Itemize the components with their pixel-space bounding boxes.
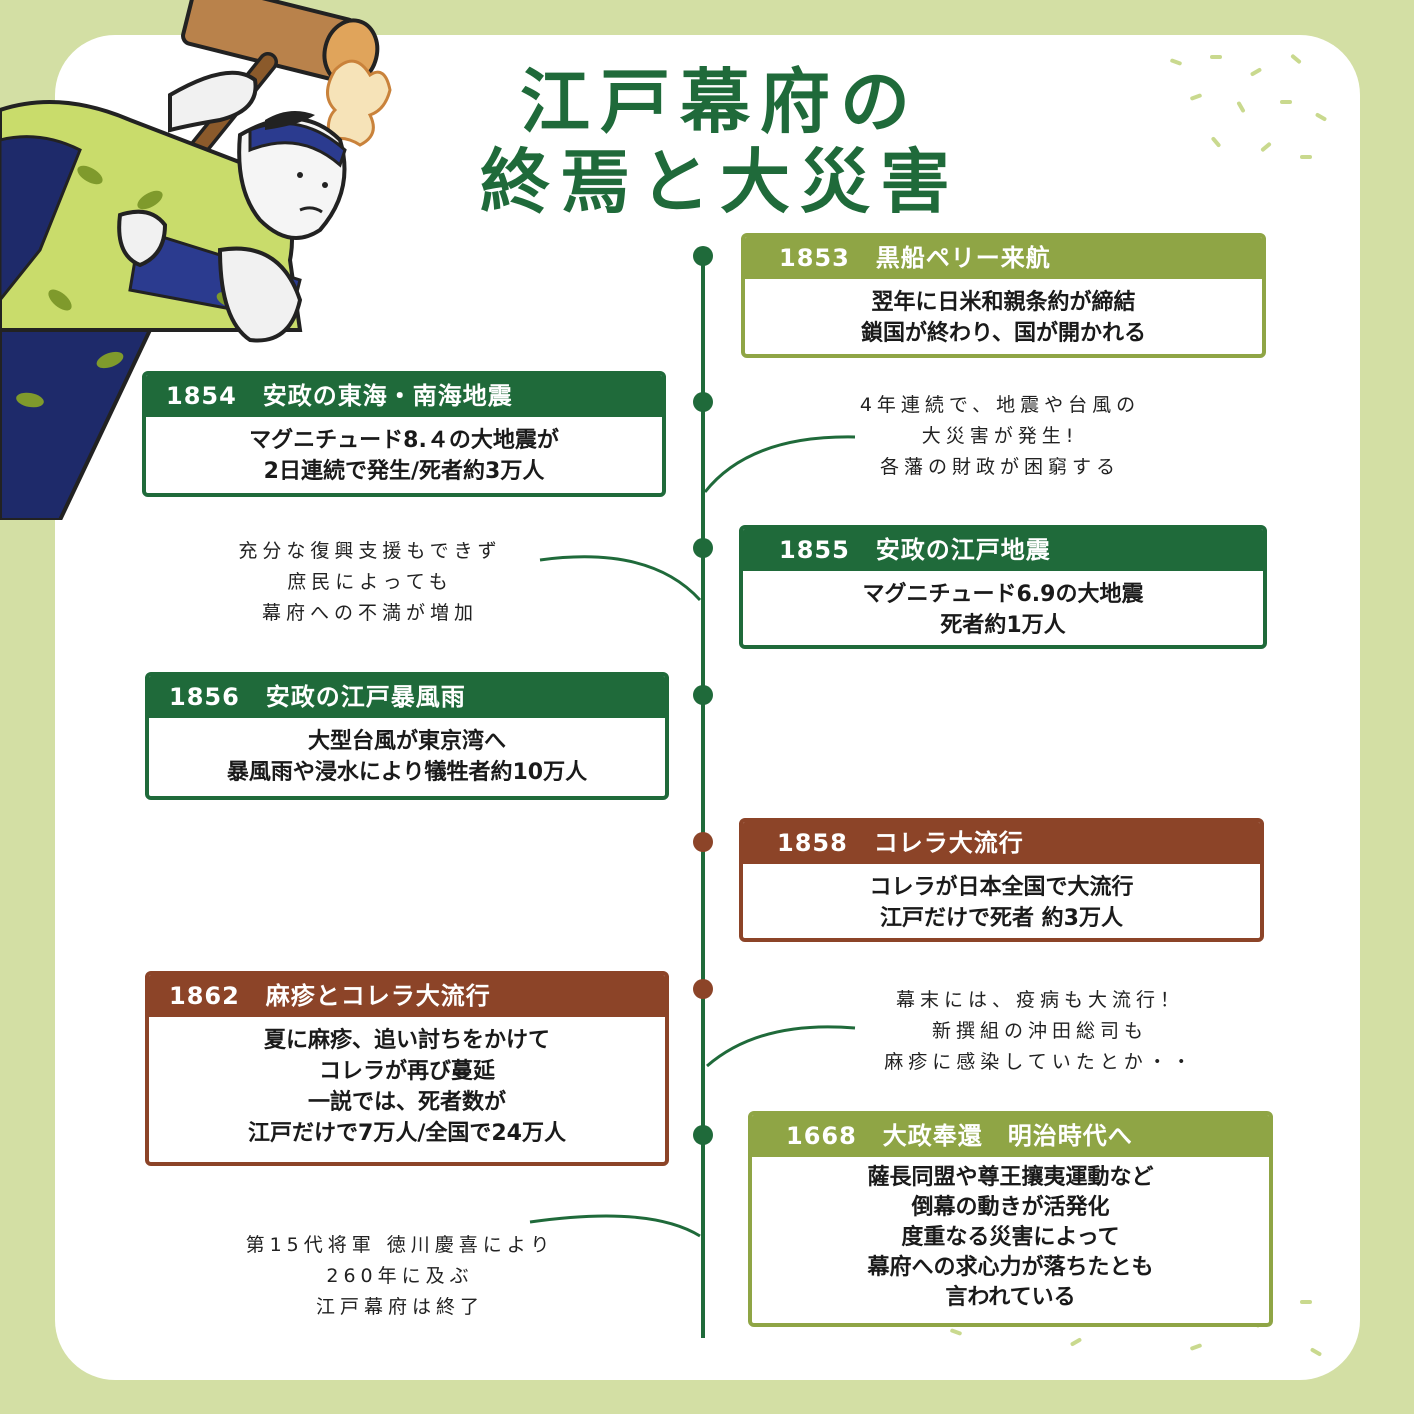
- event-title: 麻疹とコレラ大流行: [265, 982, 491, 1010]
- connector-note-4: [529, 1214, 701, 1238]
- timeline-dot-1668: [693, 1125, 713, 1145]
- event-header: 1854 安政の東海・南海地震: [146, 375, 662, 417]
- event-card-1668: 1668 大政奉還 明治時代へ 薩長同盟や尊王攘夷運動など 倒幕の動きが活発化 度…: [748, 1111, 1273, 1327]
- event-header: 1853 黒船ペリー来航: [745, 237, 1262, 279]
- event-header: 1856 安政の江戸暴風雨: [149, 676, 665, 718]
- event-card-1853: 1853 黒船ペリー来航 翌年に日米和親条約が締結 鎖国が終わり、国が開かれる: [741, 233, 1266, 358]
- event-line: 一説では、死者数が: [307, 1090, 506, 1115]
- note-line: 260年に及ぶ: [326, 1265, 474, 1287]
- event-year: 1856: [169, 683, 240, 711]
- event-description: マグニチュード6.9の大地震 死者約1万人: [743, 571, 1263, 641]
- event-line: コレラが再び蔓延: [318, 1059, 495, 1084]
- event-title: 安政の江戸地震: [875, 536, 1051, 564]
- note-line: 幕末には、疫病も大流行！: [895, 989, 1184, 1011]
- timeline-dot-1855: [693, 538, 713, 558]
- connector-note-2: [539, 555, 702, 602]
- samurai-illustration: [0, 0, 392, 520]
- timeline-dot-1858: [693, 832, 713, 852]
- event-year: 1862: [169, 982, 240, 1010]
- event-line: 2日連続で発生/死者約3万人: [263, 459, 545, 484]
- event-line: コレラが日本全国で大流行: [869, 875, 1134, 900]
- note-line: 各藩の財政が困窮する: [879, 456, 1120, 478]
- title-line-1: 江戸幕府の: [520, 61, 920, 143]
- event-card-1855: 1855 安政の江戸地震 マグニチュード6.9の大地震 死者約1万人: [739, 525, 1267, 649]
- note-4: 第15代将軍 徳川慶喜により 260年に及ぶ 江戸幕府は終了: [190, 1230, 610, 1323]
- event-line: 夏に麻疹、追い討ちをかけて: [263, 1028, 550, 1053]
- event-line: 度重なる災害によって: [901, 1225, 1120, 1250]
- event-header: 1855 安政の江戸地震: [743, 529, 1263, 571]
- timeline-dot-1854: [693, 392, 713, 412]
- note-2: 充分な復興支援もできず 庶民によっても 幕府への不満が増加: [190, 536, 550, 629]
- timeline-line: [701, 253, 705, 1338]
- event-line: 江戸だけで7万人/全国で24万人: [248, 1121, 566, 1146]
- event-line: 死者約1万人: [940, 613, 1066, 638]
- connector-note-1: [703, 435, 856, 493]
- event-line: 薩長同盟や尊王攘夷運動など: [867, 1165, 1154, 1190]
- event-title: 大政奉還 明治時代へ: [882, 1122, 1133, 1150]
- event-card-1858: 1858 コレラ大流行 コレラが日本全国で大流行 江戸だけで死者 約3万人: [739, 818, 1264, 942]
- note-line: 庶民によっても: [287, 571, 453, 593]
- decorative-dots-top-right: [1170, 54, 1327, 159]
- event-header: 1668 大政奉還 明治時代へ: [752, 1115, 1269, 1157]
- note-line: 江戸幕府は終了: [315, 1296, 484, 1318]
- event-title: 黒船ペリー来航: [875, 244, 1051, 272]
- event-year: 1668: [786, 1122, 857, 1150]
- note-line: 新撰組の沖田総司も: [931, 1020, 1148, 1042]
- event-line: 江戸だけで死者 約3万人: [880, 906, 1123, 931]
- event-description: 大型台風が東京湾へ 暴風雨や浸水により犠牲者約10万人: [149, 718, 665, 788]
- event-line: マグニチュード8.４の大地震が: [249, 428, 559, 453]
- event-description: コレラが日本全国で大流行 江戸だけで死者 約3万人: [743, 864, 1260, 934]
- event-line: 翌年に日米和親条約が締結: [871, 290, 1136, 315]
- event-year: 1858: [777, 829, 848, 857]
- note-line: 幕府への不満が増加: [261, 602, 478, 624]
- timeline-dot-1862: [693, 979, 713, 999]
- event-title: コレラ大流行: [873, 829, 1024, 857]
- timeline-dot-1856: [693, 685, 713, 705]
- event-line: 言われている: [945, 1285, 1076, 1310]
- page-title: 江戸幕府の 終焉と大災害: [380, 62, 1060, 222]
- event-title: 安政の江戸暴風雨: [265, 683, 466, 711]
- event-description: 薩長同盟や尊王攘夷運動など 倒幕の動きが活発化 度重なる災害によって 幕府への求…: [752, 1157, 1269, 1313]
- event-title: 安政の東海・南海地震: [262, 382, 513, 410]
- event-line: 暴風雨や浸水により犠牲者約10万人: [226, 760, 588, 785]
- connector-note-3: [706, 1025, 856, 1068]
- note-3: 幕末には、疫病も大流行！ 新撰組の沖田総司も 麻疹に感染していたとか・・: [830, 985, 1250, 1078]
- event-line: 幕府への求心力が落ちたとも: [867, 1255, 1154, 1280]
- note-line: 第15代将軍 徳川慶喜により: [245, 1234, 555, 1256]
- event-description: 翌年に日米和親条約が締結 鎖国が終わり、国が開かれる: [745, 279, 1262, 349]
- event-header: 1862 麻疹とコレラ大流行: [149, 975, 665, 1017]
- event-line: マグニチュード6.9の大地震: [862, 582, 1144, 607]
- note-line: 充分な復興支援もできず: [238, 540, 502, 562]
- note-line: 4年連続で、地震や台風の: [859, 394, 1141, 416]
- event-card-1854: 1854 安政の東海・南海地震 マグニチュード8.４の大地震が 2日連続で発生/死…: [142, 371, 666, 497]
- note-1: 4年連続で、地震や台風の 大災害が発生! 各藩の財政が困窮する: [820, 390, 1180, 483]
- event-line: 鎖国が終わり、国が開かれる: [860, 321, 1147, 346]
- event-line: 倒幕の動きが活発化: [911, 1195, 1110, 1220]
- event-year: 1855: [779, 536, 850, 564]
- event-description: マグニチュード8.４の大地震が 2日連続で発生/死者約3万人: [146, 417, 662, 487]
- event-description: 夏に麻疹、追い討ちをかけて コレラが再び蔓延 一説では、死者数が 江戸だけで7万…: [149, 1017, 665, 1149]
- timeline-dot-1853: [693, 246, 713, 266]
- event-card-1862: 1862 麻疹とコレラ大流行 夏に麻疹、追い討ちをかけて コレラが再び蔓延 一説で…: [145, 971, 669, 1166]
- event-year: 1853: [779, 244, 850, 272]
- event-year: 1854: [166, 382, 237, 410]
- event-header: 1858 コレラ大流行: [743, 822, 1260, 864]
- note-line: 麻疹に感染していたとか・・: [884, 1051, 1196, 1073]
- event-card-1856: 1856 安政の江戸暴風雨 大型台風が東京湾へ 暴風雨や浸水により犠牲者約10万人: [145, 672, 669, 800]
- note-line: 大災害が発生!: [921, 425, 1079, 447]
- title-line-2: 終焉と大災害: [480, 141, 960, 223]
- event-line: 大型台風が東京湾へ: [307, 729, 506, 754]
